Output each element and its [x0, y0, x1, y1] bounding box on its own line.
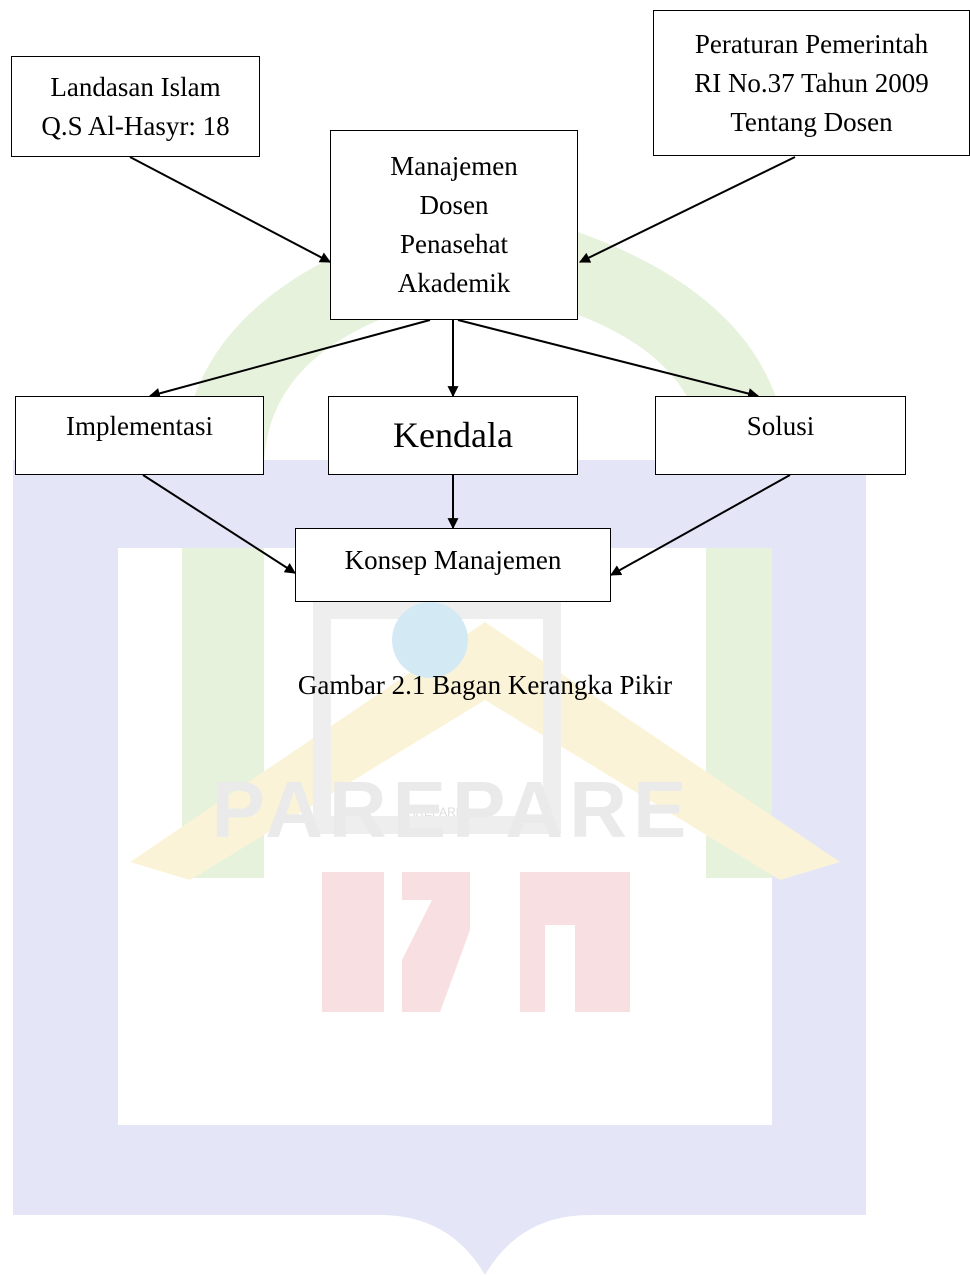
- watermark-yellow-roof: [130, 622, 840, 880]
- box-peraturan-line-1: Peraturan Pemerintah: [694, 28, 929, 59]
- box-peraturan-pemerintah: Peraturan Pemerintah RI No.37 Tahun 2009…: [653, 10, 970, 156]
- arrow-manajemen-to-implementasi: [148, 319, 431, 399]
- box-implementasi-label: Implementasi: [66, 411, 213, 441]
- box-manajemen-line-2: Dosen: [419, 190, 489, 220]
- watermark-small-text: PAREPARE: [400, 805, 464, 819]
- box-manajemen-dosen: Manajemen Dosen Penasehat Akademik: [330, 130, 578, 320]
- arrow-manajemen-to-solusi: [457, 319, 760, 399]
- box-kendala-label: Kendala: [393, 415, 513, 455]
- box-manajemen-line-1: Manajemen: [390, 151, 518, 181]
- arrow-peraturan-to-manajemen: [579, 156, 796, 263]
- box-manajemen-line-4: Akademik: [397, 268, 511, 298]
- box-implementasi: Implementasi: [15, 396, 264, 475]
- box-kendala: Kendala: [328, 396, 578, 475]
- arrow-implementasi-to-konsep: [142, 474, 296, 574]
- box-konsep-label: Konsep Manajemen: [344, 545, 562, 575]
- box-solusi: Solusi: [655, 396, 906, 475]
- box-peraturan-line-2: RI No.37 Tahun 2009: [694, 67, 929, 98]
- watermark-blue-frame: [13, 460, 866, 1275]
- box-landasan-line-1: Landasan Islam: [50, 71, 221, 102]
- arrow-landasan-to-manajemen: [129, 156, 331, 263]
- box-landasan-line-2: Q.S Al-Hasyr: 18: [41, 110, 230, 141]
- box-manajemen-line-3: Penasehat: [400, 229, 508, 259]
- watermark-red-mark: [322, 872, 630, 1012]
- figure-caption: Gambar 2.1 Bagan Kerangka Pikir: [297, 670, 673, 700]
- box-konsep-manajemen: Konsep Manajemen: [295, 528, 611, 602]
- arrow-solusi-to-konsep: [610, 474, 791, 576]
- watermark-globe: [392, 602, 468, 678]
- watermark-text: PAREPARE: [212, 765, 693, 854]
- box-solusi-label: Solusi: [746, 411, 815, 441]
- box-peraturan-line-3: Tentang Dosen: [730, 106, 893, 137]
- box-landasan-islam: Landasan Islam Q.S Al-Hasyr: 18: [11, 56, 260, 157]
